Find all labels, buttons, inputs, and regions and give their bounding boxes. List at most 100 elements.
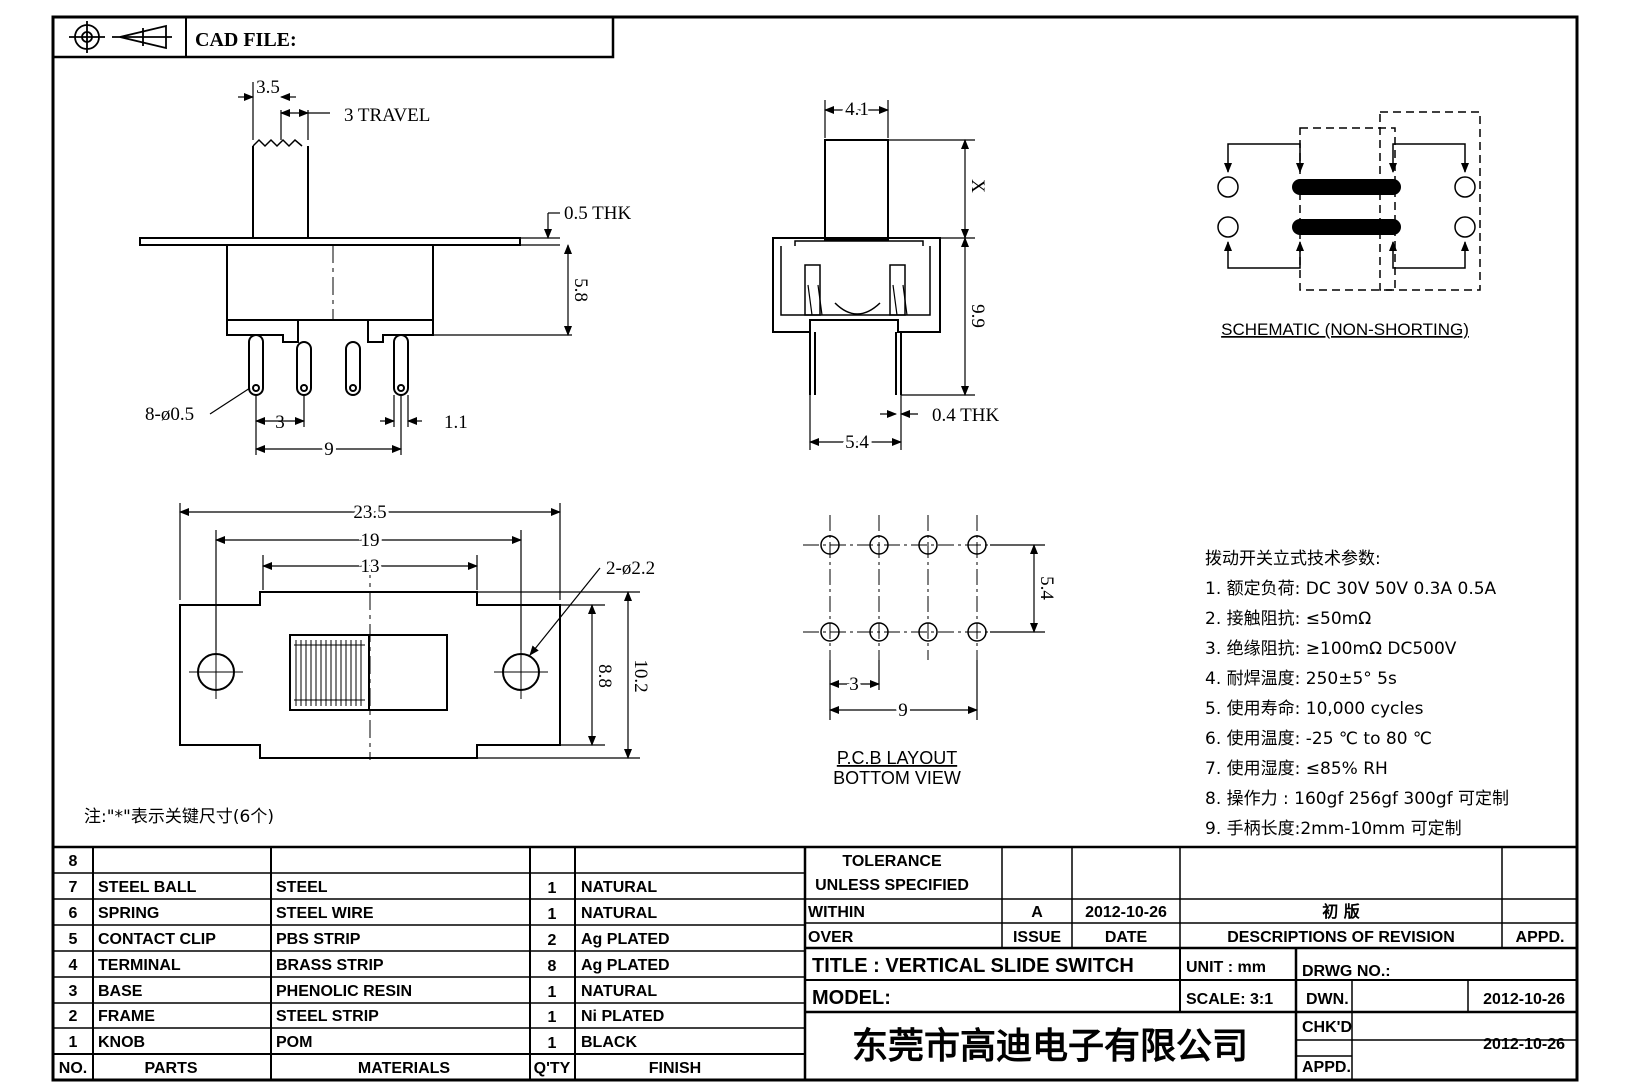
appd-label: APPD.: [1302, 1059, 1351, 1076]
pcb-bottom-view-label: BOTTOM VIEW: [833, 768, 961, 788]
pcb-layout-label: P.C.B LAYOUT: [837, 748, 957, 768]
dim-3-pitch: 3: [275, 412, 285, 433]
sheet-border: [51, 15, 1579, 1082]
scale-label: SCALE: 3:1: [1186, 991, 1273, 1008]
bom-finish: NATURAL: [581, 905, 657, 922]
bom-part: CONTACT CLIP: [98, 931, 216, 948]
pcb-dim-3: 3: [849, 674, 859, 695]
date-label: DATE: [1105, 929, 1148, 946]
spec-item: 2. 接触阻抗: ≤50mΩ: [1205, 609, 1371, 629]
title-block-grid: [805, 847, 1577, 1080]
side-view-dimensions: [209, 82, 572, 455]
key-dimension-note: 注:"*"表示关键尺寸(6个): [84, 807, 274, 827]
header-box: CAD FILE:: [51, 15, 615, 59]
bom-qty: 1: [548, 880, 557, 897]
pcb-dim-5-4: 5.4: [1036, 576, 1057, 600]
spec-item: 9. 手柄长度:2mm-10mm 可定制: [1205, 819, 1462, 839]
dim-8-holes: 8-ø0.5: [145, 404, 194, 425]
bom-material: POM: [276, 1034, 312, 1051]
drawing-title: TITLE : VERTICAL SLIDE SWITCH: [812, 955, 1134, 977]
chkd-date: 2012-10-26: [1483, 1036, 1565, 1053]
issue-label: ISSUE: [1013, 929, 1061, 946]
dim-9-9: 9.9: [967, 304, 988, 328]
bom-no: 4: [69, 957, 78, 974]
descriptions-of-revision-label: DESCRIPTIONS OF REVISION: [1227, 929, 1455, 946]
dim-9: 9: [324, 439, 334, 460]
drwg-no-label: DRWG NO.:: [1302, 963, 1391, 980]
bom-no: 3: [69, 983, 78, 1000]
bom-header-parts: PARTS: [144, 1060, 197, 1077]
dim-1-1: 1.1: [444, 412, 468, 433]
model-label: MODEL:: [812, 987, 891, 1009]
within-label: WITHIN: [808, 904, 865, 921]
unit-label: UNIT : mm: [1186, 959, 1266, 976]
schematic: [1217, 111, 1481, 291]
bom-finish: NATURAL: [581, 879, 657, 896]
top-view-dimensions: [179, 503, 640, 759]
company-name: 东莞市高迪电子有限公司: [852, 1026, 1248, 1067]
appd-revision-label: APPD.: [1516, 929, 1565, 946]
bom-qty: 1: [548, 906, 557, 923]
bom-header-finish: FINISH: [649, 1060, 701, 1077]
specs-title: 拨动开关立式技术参数:: [1205, 549, 1381, 569]
bom-no: 6: [69, 905, 78, 922]
dim-x: X: [967, 179, 988, 193]
bom-finish: BLACK: [581, 1034, 637, 1051]
bom-no: 5: [69, 931, 78, 948]
bom-part: TERMINAL: [98, 957, 181, 974]
bom-qty: 2: [548, 932, 557, 949]
bom-qty: 1: [548, 1035, 557, 1052]
spec-item: 7. 使用湿度: ≤85% RH: [1205, 758, 1388, 779]
bom-qty: 8: [548, 958, 557, 975]
bom-rows: 8 7 STEEL BALL STEEL 1 NATURAL 6 SPRING …: [59, 853, 701, 1077]
dim-10-2: 10.2: [630, 659, 651, 692]
bom-part: SPRING: [98, 905, 159, 922]
chkd-label: CHK'D: [1302, 1019, 1352, 1036]
side-view: [139, 138, 521, 396]
bom-no: 2: [69, 1008, 78, 1025]
end-view-dimensions: [809, 100, 975, 450]
date-value: 2012-10-26: [1085, 904, 1167, 921]
over-label: OVER: [808, 929, 854, 946]
dim-5-4: 5.4: [845, 432, 869, 453]
bom-material: STEEL STRIP: [276, 1008, 379, 1025]
dim-5-8: 5.8: [570, 278, 591, 302]
bom-no: 7: [69, 879, 78, 896]
bom-qty: 1: [548, 1009, 557, 1026]
dwn-date: 2012-10-26: [1483, 991, 1565, 1008]
end-view: [772, 139, 941, 395]
spec-item: 1. 额定负荷: DC 30V 50V 0.3A 0.5A: [1205, 579, 1497, 599]
top-view: [179, 560, 561, 760]
spec-item: 4. 耐焊温度: 250±5° 5s: [1205, 669, 1397, 689]
dwn-label: DWN.: [1306, 991, 1349, 1008]
title-block-text: TOLERANCE UNLESS SPECIFIED WITHIN OVER A…: [808, 853, 1565, 1076]
spec-item: 3. 绝缘阻抗: ≥100mΩ DC500V: [1205, 639, 1457, 659]
spec-item: 8. 操作力 : 160gf 256gf 300gf 可定制: [1205, 789, 1509, 809]
bom-table: [53, 845, 1577, 1080]
bom-qty: 1: [548, 984, 557, 1001]
unless-specified-label: UNLESS SPECIFIED: [815, 877, 969, 894]
dim-19: 19: [361, 530, 380, 551]
bom-header-qty: Q'TY: [534, 1060, 571, 1077]
dim-2-holes: 2-ø2.2: [606, 558, 655, 579]
third-angle-projection-icon: [69, 21, 172, 53]
bom-material: BRASS STRIP: [276, 957, 384, 974]
dim-0-4-thk: 0.4 THK: [932, 405, 999, 426]
dim-13: 13: [361, 556, 380, 577]
bom-material: STEEL WIRE: [276, 905, 374, 922]
tolerance-label: TOLERANCE: [842, 853, 942, 870]
bom-part: FRAME: [98, 1008, 155, 1025]
bom-finish: Ag PLATED: [581, 957, 670, 974]
bom-part: BASE: [98, 983, 143, 1000]
spec-item: 5. 使用寿命: 10,000 cycles: [1205, 698, 1424, 719]
issue-value: A: [1031, 904, 1043, 921]
dim-travel: 3 TRAVEL: [344, 105, 430, 126]
cad-file-label: CAD FILE:: [195, 29, 297, 51]
pcb-dim-9: 9: [898, 700, 908, 721]
bom-material: PBS STRIP: [276, 931, 361, 948]
dim-4-1: 4.1: [845, 99, 869, 120]
bom-finish: NATURAL: [581, 983, 657, 1000]
bom-part: STEEL BALL: [98, 879, 197, 896]
bom-material: STEEL: [276, 879, 328, 896]
bom-no: 8: [69, 853, 78, 870]
